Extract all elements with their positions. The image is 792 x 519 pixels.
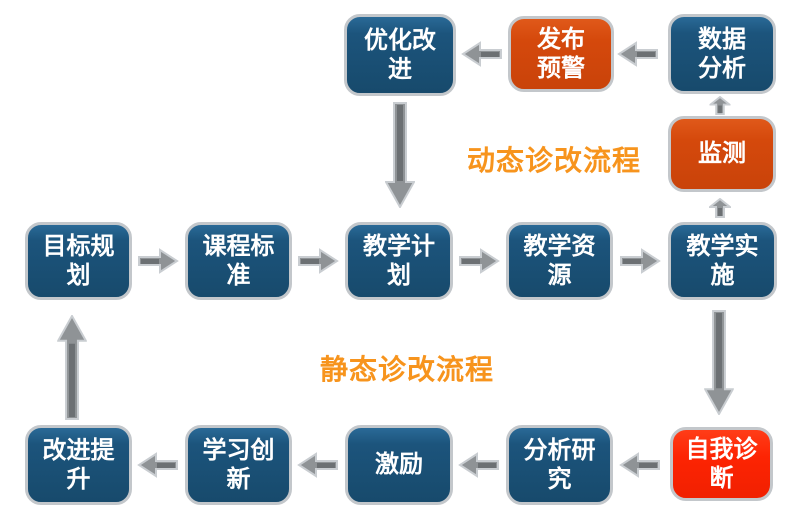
node-goal-planning: 目标规 划 [25,222,132,300]
arrow-warning-to-optimize [461,40,503,68]
node-improve-promote: 改进提 升 [25,425,132,505]
arrow-implement-to-monitor [709,198,731,218]
node-data-analysis: 数据 分析 [668,14,776,94]
node-monitor: 监测 [668,116,776,192]
node-course-standard: 课程标 准 [185,222,292,300]
label-dynamic-flow: 动态诊改流程 [467,145,642,176]
arrow-research-to-incentive [458,451,500,479]
node-learning-innovation: 学习创 新 [185,425,292,505]
node-optimize-improve: 优化改 进 [344,14,456,96]
arrow-monitor-to-analysis [709,96,731,115]
arrow-standard-to-plan [297,247,339,275]
arrow-analysis-to-warning [617,40,659,68]
node-analysis-research: 分析研 究 [506,425,613,505]
arrow-optimize-to-plan [385,101,415,209]
arrow-implement-to-selfdiag [704,310,734,415]
arrow-plan-to-resource [458,247,500,275]
node-teaching-plan: 教学计 划 [345,222,453,300]
label-static-flow: 静态诊改流程 [320,354,495,385]
node-teaching-implement: 教学实 施 [668,222,777,300]
arrow-goal-to-standard [137,247,179,275]
arrow-selfdiag-to-research [619,451,661,479]
arrow-resource-to-implement [619,247,661,275]
node-publish-warning: 发布 预警 [508,16,614,92]
arrow-incentive-to-learning [297,451,339,479]
arrow-learning-to-improve [137,451,179,479]
node-incentive: 激励 [345,425,453,505]
node-teaching-resource: 教学资 源 [506,222,613,300]
arrow-improve-to-goal [57,315,87,420]
node-self-diagnosis: 自我诊 断 [670,427,773,501]
